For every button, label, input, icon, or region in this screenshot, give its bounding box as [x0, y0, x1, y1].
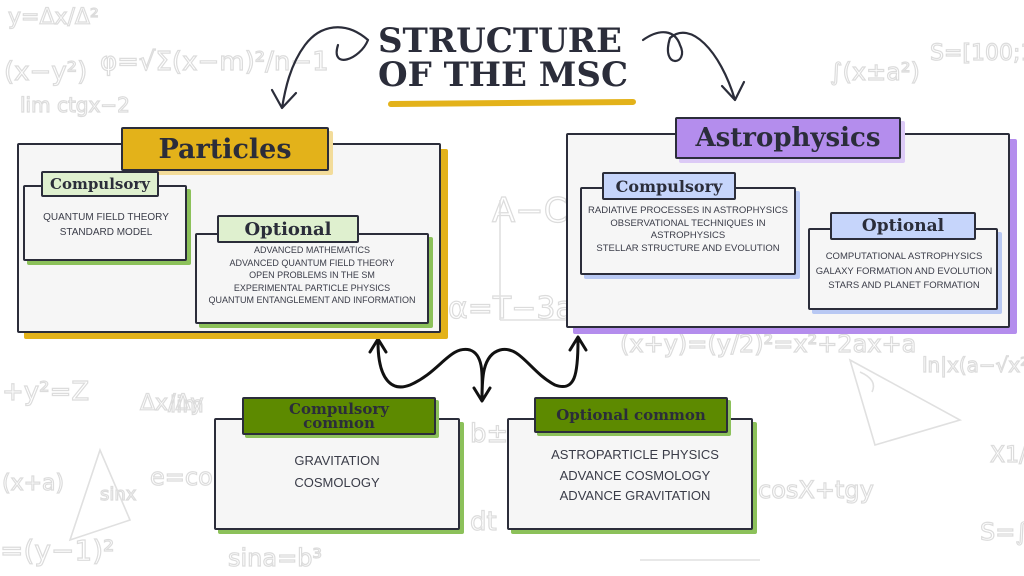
- optional-common-card: [507, 418, 753, 530]
- astrophysics-compulsory-list: RADIATIVE PROCESSES IN ASTROPHYSICS OBSE…: [582, 205, 794, 255]
- compulsory-common-tab: Compulsory common: [242, 397, 436, 435]
- arrowhead-up-left-icon: [368, 337, 388, 354]
- formula: S=[100;101;001]: [930, 41, 1024, 66]
- formula: (x+a): [2, 471, 64, 496]
- formula: dt: [470, 507, 497, 537]
- course-item: OPEN PROBLEMS IN THE SM: [249, 270, 375, 280]
- astrophysics-compulsory-tab: Compulsory: [602, 172, 736, 200]
- astrophysics-optional-card: [808, 228, 998, 310]
- formula: (x+y)=(y/2)²=x²+2ax+a: [620, 330, 916, 358]
- astrophysics-optional-list: COMPUTATIONAL ASTROPHYSICS GALAXY FORMAT…: [810, 250, 998, 294]
- wavy-double-arrow-icon: [376, 338, 580, 402]
- astrophysics-compulsory-label: Compulsory: [615, 176, 723, 196]
- course-item: QUANTUM ENTANGLEMENT AND INFORMATION: [208, 295, 416, 305]
- course-item: COSMOLOGY: [294, 474, 380, 490]
- page-title: STRUCTURE OF THE MSC: [378, 24, 638, 92]
- course-item: COMPUTATIONAL ASTROPHYSICS: [825, 251, 983, 262]
- page-title-line-1: STRUCTURE: [378, 21, 622, 61]
- particles-compulsory-list: QUANTUM FIELD THEORY STANDARD MODEL: [26, 210, 186, 240]
- particles-title-tab: Particles: [121, 127, 329, 171]
- formula: S=∫: [980, 518, 1024, 546]
- course-item: ADVANCED QUANTUM FIELD THEORY: [229, 257, 395, 268]
- arrowhead-down-center-icon: [472, 386, 492, 403]
- formula: X1/2: [990, 443, 1024, 468]
- particles-optional-label: Optional: [244, 218, 332, 240]
- formula: sina=b³: [228, 544, 322, 572]
- particles-optional-tab: Optional: [217, 215, 359, 243]
- formula: ∫(x±a²): [830, 58, 920, 86]
- particles-compulsory-label: Compulsory: [50, 175, 150, 193]
- formula: ln|x(a−√x²/x): [922, 353, 1024, 377]
- title-underline: [387, 98, 637, 108]
- course-item: ADVANCE COSMOLOGY: [559, 467, 711, 483]
- astrophysics-title-tab: Astrophysics: [675, 117, 901, 159]
- optional-common-list: ASTROPARTICLE PHYSICS ADVANCE COSMOLOGY …: [507, 445, 763, 507]
- astrophysics-title: Astrophysics: [695, 123, 881, 153]
- formula: cosX+tgy: [758, 476, 874, 504]
- course-item: QUANTUM FIELD THEORY: [43, 212, 169, 223]
- course-item: STANDARD MODEL: [59, 227, 153, 238]
- course-item: ASTROPARTICLE PHYSICS: [551, 447, 719, 462]
- particles-compulsory-tab: Compulsory: [41, 171, 159, 197]
- course-item: RADIATIVE PROCESSES IN ASTROPHYSICS: [588, 205, 788, 216]
- curly-arrow-left-icon: [270, 26, 370, 110]
- page-title-line-2: OF THE MSC: [378, 55, 629, 95]
- course-item: GRAVITATION: [294, 453, 380, 468]
- compulsory-common-label-line-1: Compulsory: [289, 400, 389, 418]
- compulsory-common-list: GRAVITATION COSMOLOGY: [216, 450, 458, 493]
- particles-optional-list: ADVANCED MATHEMATICS ADVANCED QUANTUM FI…: [197, 244, 427, 307]
- course-item: GALAXY FORMATION AND EVOLUTION: [815, 265, 993, 277]
- curly-arrow-right-icon: [641, 31, 746, 102]
- formula: lim: [170, 393, 204, 418]
- course-item: EXPERIMENTAL PARTICLE PHYSICS: [233, 282, 391, 293]
- astrophysics-optional-tab: Optional: [830, 212, 976, 240]
- optional-common-tab: Optional common: [534, 397, 728, 433]
- course-item: ADVANCE GRAVITATION: [559, 488, 711, 503]
- optional-common-label: Optional common: [556, 406, 706, 424]
- formula: y=Δx/Δ²: [8, 5, 99, 30]
- formula: Δx/Δy: [140, 391, 204, 416]
- arrowhead-up-right-icon: [568, 335, 588, 352]
- formula: lim ctgx−2: [20, 93, 130, 117]
- course-item: STELLAR STRUCTURE AND EVOLUTION: [596, 242, 780, 254]
- compulsory-common-label-line-2: common: [303, 414, 375, 432]
- course-item: ADVANCED MATHEMATICS: [253, 245, 370, 255]
- formula: (x−y²): [4, 57, 87, 87]
- astrophysics-optional-label: Optional: [861, 216, 945, 236]
- formula: e=co: [150, 463, 213, 491]
- formula: sinx: [100, 484, 137, 505]
- course-item: ASTROPHYSICS: [650, 230, 726, 241]
- formula: φ=√Σ(x−m)²/n−1: [100, 47, 329, 77]
- formula: =(y−1)²: [0, 534, 114, 567]
- compulsory-common-label: Compulsory common: [289, 400, 389, 432]
- formula: b±: [470, 419, 508, 449]
- particles-title: Particles: [158, 133, 292, 165]
- compulsory-common-card: [214, 418, 460, 530]
- astrophysics-compulsory-card: [580, 187, 796, 275]
- particles-compulsory-card: [23, 185, 187, 261]
- formula: A−C: [492, 191, 568, 231]
- course-item: OBSERVATIONAL TECHNIQUES IN: [610, 217, 766, 229]
- course-item: STARS AND PLANET FORMATION: [828, 280, 980, 291]
- formula: +y²=Z: [2, 377, 89, 407]
- particles-optional-card: [195, 233, 429, 324]
